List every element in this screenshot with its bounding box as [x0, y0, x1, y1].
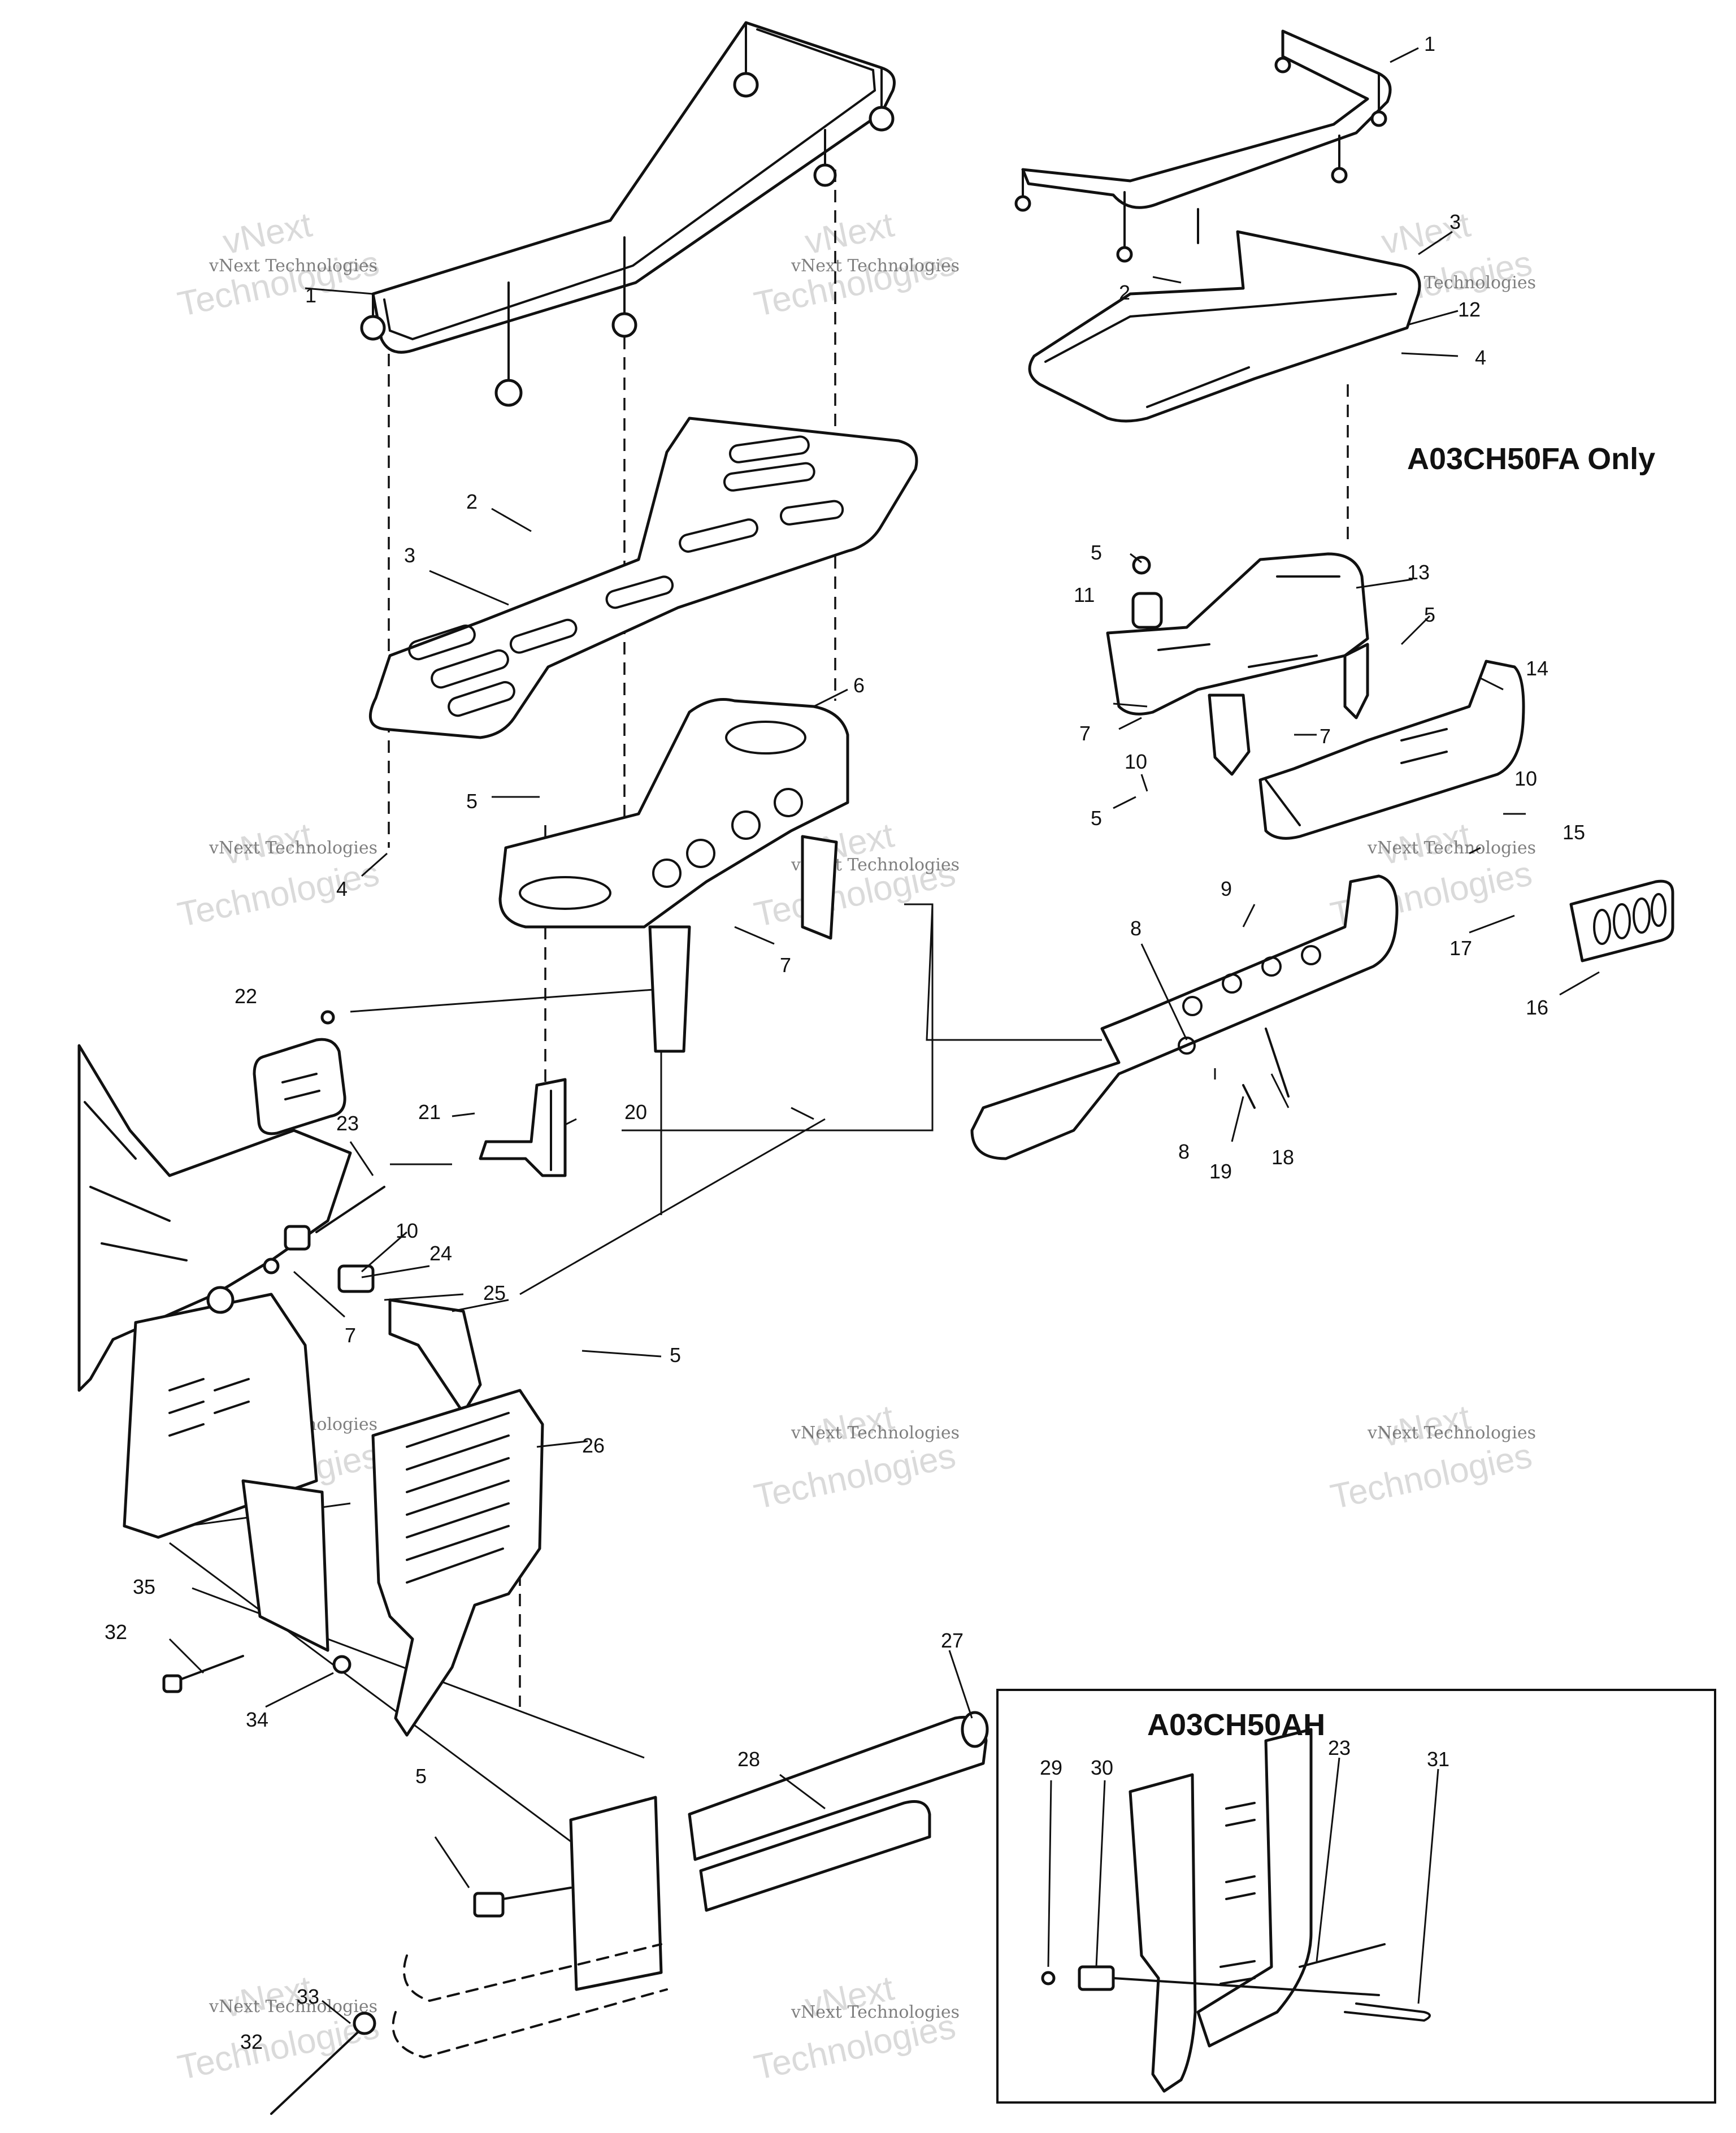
- callout-13: 13: [1407, 561, 1430, 584]
- callout-5: 5: [466, 790, 478, 813]
- callout-10: 10: [1514, 767, 1537, 790]
- callout-30: 30: [1091, 1756, 1113, 1779]
- callout-35: 35: [133, 1575, 155, 1598]
- watermark-company: vNext Technologies: [209, 256, 377, 276]
- watermark-brand-top: vNext: [220, 205, 315, 262]
- watermark-brand-bottom: Technologies: [751, 1436, 959, 1517]
- callout-5: 5: [1424, 603, 1435, 626]
- callout-15: 15: [1563, 821, 1585, 844]
- front-grille: [371, 1389, 544, 1737]
- watermark-brand-top: vNext: [802, 205, 897, 262]
- callout-24: 24: [429, 1242, 452, 1265]
- callout-2: 2: [466, 490, 478, 513]
- variant-rack-rail: [1014, 29, 1392, 263]
- callout-27: 27: [941, 1629, 964, 1652]
- callout-23: 23: [1328, 1736, 1351, 1759]
- front-bumper-tube: [270, 1711, 989, 2115]
- callout-8: 8: [1130, 917, 1142, 940]
- callout-4: 4: [1475, 346, 1486, 369]
- callout-5: 5: [415, 1765, 427, 1788]
- variant-inset: [996, 1689, 1716, 2104]
- callout-5: 5: [670, 1343, 681, 1367]
- callout-10: 10: [396, 1219, 418, 1242]
- callout-33: 33: [297, 1985, 319, 2008]
- watermark-company: vNext Technologies: [791, 256, 960, 276]
- callout-21: 21: [418, 1100, 441, 1124]
- callout-14: 14: [1526, 657, 1548, 680]
- callout-34: 34: [246, 1708, 268, 1731]
- callout-17: 17: [1449, 937, 1472, 960]
- watermark: vNext Technologies vNext Technologies: [751, 1398, 960, 1516]
- callout-1: 1: [1424, 32, 1435, 55]
- callout-23: 23: [336, 1112, 359, 1135]
- variant-label-fa-only: A03CH50FA Only: [1407, 442, 1655, 476]
- callout-1: 1: [305, 284, 316, 307]
- lower-left-bolts: [162, 1655, 351, 1693]
- callout-32: 32: [105, 1620, 127, 1644]
- support-bracket-20: [479, 1078, 567, 1177]
- watermark-brand-bottom: Technologies: [1327, 1436, 1535, 1517]
- callout-4: 4: [336, 877, 348, 900]
- callout-25: 25: [483, 1281, 506, 1304]
- watermark-company: vNext Technologies: [791, 1423, 960, 1443]
- callout-22: 22: [235, 985, 257, 1008]
- rear-rack-rail: [360, 21, 896, 407]
- rack-support-bracket: [498, 698, 849, 1053]
- callout-2: 2: [1119, 281, 1130, 304]
- watermark-company: vNext Technologies: [1367, 1423, 1536, 1443]
- watermark-company: vNext Technologies: [1367, 838, 1536, 858]
- watermark: vNext Technologies vNext Technologies: [175, 816, 383, 934]
- callout-20: 20: [624, 1100, 647, 1124]
- variant-bumper: [1258, 660, 1525, 840]
- rear-rack-deck: [368, 417, 918, 739]
- callout-31: 31: [1427, 1748, 1449, 1771]
- callout-7: 7: [345, 1324, 356, 1347]
- callout-18: 18: [1271, 1146, 1294, 1169]
- watermark-company: vNext Technologies: [791, 2002, 960, 2022]
- variant-subframe: [1106, 552, 1369, 776]
- variant-rack-deck: [1028, 230, 1421, 423]
- callout-11: 11: [1074, 583, 1095, 606]
- watermark-brand-bottom: Technologies: [175, 854, 383, 935]
- callout-12: 12: [1458, 298, 1481, 321]
- callout-3: 3: [404, 544, 415, 567]
- callout-32: 32: [240, 2030, 263, 2053]
- callout-16: 16: [1526, 996, 1548, 1019]
- callout-6: 6: [853, 674, 865, 697]
- callout-leaders: [168, 47, 1600, 2024]
- callout-28: 28: [737, 1748, 760, 1771]
- watermark-company: vNext Technologies: [209, 1997, 377, 2017]
- callout-3: 3: [1449, 210, 1461, 233]
- callout-26: 26: [582, 1434, 605, 1457]
- rear-bumper: [970, 874, 1399, 1160]
- frame-and-radiator: [77, 1044, 352, 1652]
- watermark-company: vNext Technologies: [209, 838, 377, 858]
- variant-taillight: [1569, 879, 1674, 963]
- watermark: vNext Technologies vNext Technologies: [751, 1969, 960, 2087]
- callout-5: 5: [1091, 807, 1102, 830]
- variant-label-ah-inset: A03CH50AH: [1147, 1708, 1325, 1742]
- callout-5: 5: [1091, 541, 1102, 564]
- callout-10: 10: [1125, 750, 1147, 773]
- callout-9: 9: [1221, 877, 1232, 900]
- watermark: vNext Technologies vNext Technologies: [1327, 1398, 1536, 1516]
- light-assembly: [253, 1010, 346, 1135]
- callout-8: 8: [1178, 1140, 1190, 1163]
- callout-labels: 1 1 2 2 3 3 4 4 5 5 5 5 5 5 6 7 7 7 7 8 …: [105, 32, 1585, 2053]
- callout-19: 19: [1209, 1160, 1232, 1183]
- watermark: vNext Technologies vNext Technologies: [175, 1969, 383, 2087]
- center-hardware: [263, 1186, 482, 1415]
- callout-7: 7: [1079, 722, 1091, 745]
- watermark-brand-bottom: Technologies: [175, 2007, 383, 2088]
- watermark: vNext Technologies vNext Technologies: [175, 205, 383, 324]
- callout-7: 7: [780, 953, 791, 977]
- watermark: vNext Technologies vNext Technologies: [751, 205, 960, 324]
- callout-29: 29: [1040, 1756, 1062, 1779]
- callout-7: 7: [1320, 725, 1331, 748]
